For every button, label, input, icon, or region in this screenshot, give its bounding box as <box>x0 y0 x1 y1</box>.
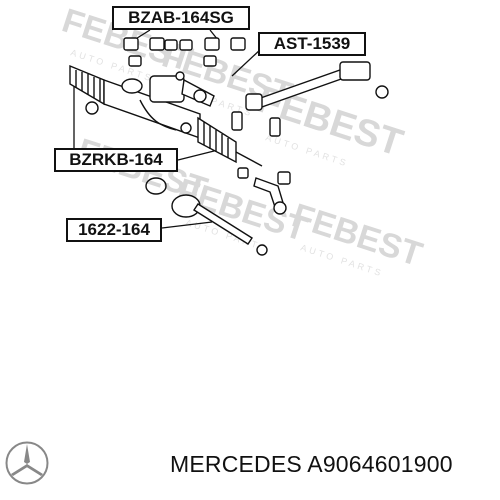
bolt-shaft-2 <box>231 111 243 131</box>
inner-tie-rod-nut <box>256 244 268 256</box>
bolt-set <box>231 111 291 185</box>
bushing-5 <box>164 39 178 51</box>
bushing-3 <box>204 37 220 51</box>
tie-rod-end <box>253 177 287 215</box>
callout-steering-joint: AST-1539 <box>258 32 366 56</box>
bushing-4 <box>230 37 246 51</box>
callout-boot-kit: BZRKB-164 <box>54 148 178 172</box>
nut-2 <box>277 171 291 185</box>
inner-tie-rod-ball <box>171 194 201 218</box>
bushing-set <box>123 37 246 67</box>
left-boot-ribs <box>75 70 101 101</box>
bushing-2 <box>149 37 165 51</box>
steering-shaft <box>245 61 389 111</box>
bushing-1 <box>123 37 139 51</box>
steering-shaft-joint-left <box>245 93 263 111</box>
leader-1622 <box>161 221 213 229</box>
callout-tie-rod: 1622-164 <box>66 218 162 242</box>
steering-shaft-joint-right <box>339 61 371 81</box>
leader-lines <box>73 29 263 229</box>
bushing-6 <box>179 39 193 51</box>
right-inner-rod <box>235 151 263 167</box>
rack-mount-left <box>121 78 143 94</box>
rack-hose <box>139 99 177 131</box>
left-boot <box>69 64 105 106</box>
steering-shaft-bolt <box>375 85 389 99</box>
nut-1 <box>237 167 249 179</box>
bolt-left-1 <box>85 101 99 115</box>
leader-bzrkb-right <box>177 149 219 161</box>
inner-tie-rod-shaft <box>193 203 253 245</box>
inner-tie-rod <box>171 194 268 256</box>
right-boot-ribs <box>203 122 229 158</box>
mercedes-star-logo-icon <box>5 441 49 485</box>
tie-rod-end-ball <box>273 201 287 215</box>
right-boot <box>197 116 263 167</box>
callout-bushing-kit: BZAB-164SG <box>112 6 250 30</box>
bolt-shaft-1 <box>269 117 281 137</box>
leader-ast <box>231 47 263 77</box>
bushing-8 <box>203 55 217 67</box>
footer-part-label: MERCEDES A9064601900 <box>170 451 453 477</box>
parts-drawing <box>69 37 389 256</box>
bushing-7 <box>128 55 142 67</box>
rack-fitting-1 <box>193 89 207 103</box>
left-boot-body <box>69 64 105 106</box>
rack-fitting-2 <box>180 122 192 134</box>
right-boot-body <box>197 116 237 164</box>
boot-clamp <box>145 177 167 195</box>
washer-left <box>175 71 185 81</box>
